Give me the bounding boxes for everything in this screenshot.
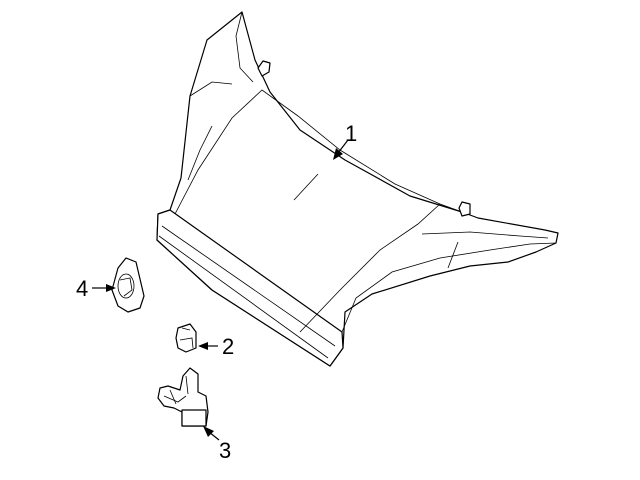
callout-1: 1 bbox=[345, 121, 357, 146]
cover-part bbox=[111, 257, 145, 313]
hood-panel bbox=[156, 11, 559, 367]
bracket-part bbox=[157, 367, 209, 427]
arrow-1 bbox=[333, 148, 343, 160]
callout-leaders bbox=[92, 139, 349, 441]
callout-2: 2 bbox=[222, 334, 234, 359]
callout-3: 3 bbox=[219, 438, 231, 463]
leader-1 bbox=[337, 139, 349, 154]
callout-4: 4 bbox=[76, 276, 88, 301]
arrow-2 bbox=[198, 342, 208, 350]
arrow-3 bbox=[203, 426, 214, 437]
arrow-4 bbox=[106, 284, 116, 292]
clip-part bbox=[175, 323, 197, 353]
